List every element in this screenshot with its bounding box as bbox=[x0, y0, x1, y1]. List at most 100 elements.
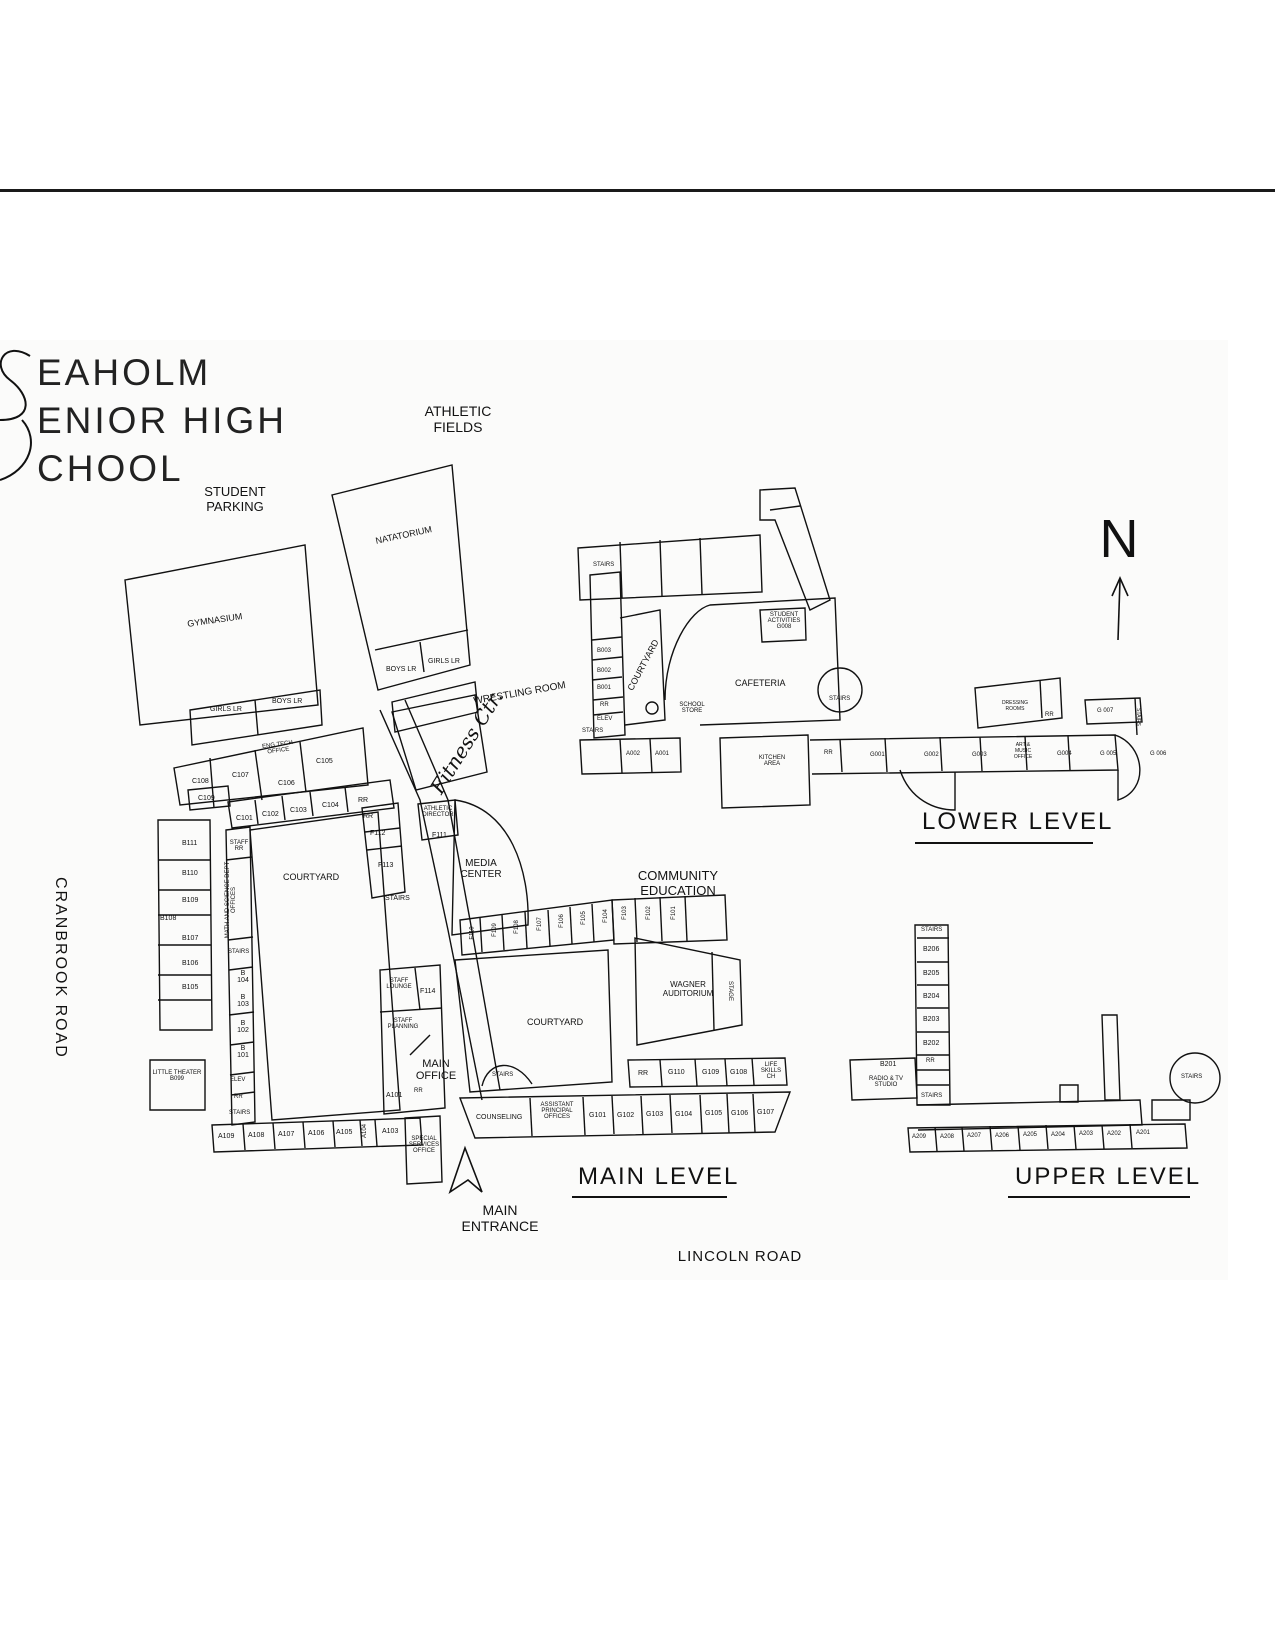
room-b110: B110 bbox=[182, 870, 198, 877]
upper-b203: B203 bbox=[923, 1016, 940, 1023]
upper-a201: A201 bbox=[1136, 1130, 1151, 1136]
special-services bbox=[404, 1115, 443, 1185]
title-line-2: ENIOR HIGH bbox=[37, 400, 287, 441]
room-a106: A106 bbox=[308, 1130, 325, 1137]
main-level-label: MAIN LEVEL bbox=[578, 1163, 740, 1190]
room-f112: F112 bbox=[370, 830, 386, 837]
b-wing-outer bbox=[157, 819, 213, 1031]
upper-level-underline bbox=[1008, 1196, 1190, 1198]
room-b108: B108 bbox=[160, 915, 177, 922]
room-g109: G109 bbox=[702, 1069, 720, 1076]
upper-stairs-top: STAIRS bbox=[921, 927, 943, 933]
north-arrow-icon bbox=[1111, 576, 1129, 641]
upper-radio-tv: RADIO & TV STUDIO bbox=[869, 1076, 903, 1088]
room-f113: F113 bbox=[378, 862, 394, 869]
room-c108: C108 bbox=[192, 778, 209, 785]
stairs-round-lower bbox=[817, 667, 863, 713]
room-g105: G105 bbox=[705, 1110, 723, 1117]
room-math-science: MATH AND SCIENCE DEPT OFFICES bbox=[225, 861, 237, 939]
room-g108: G108 bbox=[730, 1069, 748, 1076]
cranbrook-road-label: CRANBROOK ROAD bbox=[52, 877, 69, 1059]
lower-g007: G 007 bbox=[1097, 708, 1114, 714]
lower-b002: B002 bbox=[597, 668, 612, 674]
lincoln-road-label: LINCOLN ROAD bbox=[677, 1248, 803, 1265]
f-rooms-west bbox=[361, 802, 406, 899]
b-wing-inner bbox=[225, 826, 256, 1126]
wagner-auditorium bbox=[634, 937, 743, 1046]
title-line-3: CHOOL bbox=[37, 448, 184, 489]
lower-g003: G003 bbox=[972, 752, 987, 758]
room-f107: F107 bbox=[536, 917, 543, 931]
room-g102: G102 bbox=[617, 1112, 635, 1119]
room-little-theater: LITTLE THEATER B099 bbox=[152, 1070, 202, 1082]
upper-a207: A207 bbox=[967, 1133, 982, 1139]
main-road-corridor bbox=[379, 709, 483, 1101]
room-girls-lr-nat: GIRLS LR bbox=[428, 658, 460, 665]
room-g106: G106 bbox=[731, 1110, 749, 1117]
g-row-east bbox=[627, 1057, 788, 1088]
upper-level-label: UPPER LEVEL bbox=[1015, 1163, 1202, 1190]
lower-stairs-top: STAIRS bbox=[593, 562, 615, 568]
lower-g001: G001 bbox=[870, 752, 885, 758]
room-b109: B109 bbox=[182, 897, 199, 904]
room-c101: C101 bbox=[236, 815, 253, 822]
lower-level-label: LOWER LEVEL bbox=[922, 808, 1114, 835]
title-s-logo bbox=[0, 349, 32, 481]
room-c106: C106 bbox=[278, 780, 295, 787]
f101-block bbox=[611, 894, 728, 945]
room-stairs-f: STAIRS bbox=[385, 895, 410, 902]
fitness-center bbox=[391, 694, 488, 791]
upper-a204: A204 bbox=[1051, 1132, 1066, 1138]
room-rr-2: RR bbox=[363, 813, 374, 820]
upper-a209: A209 bbox=[912, 1134, 927, 1140]
main-level-underline bbox=[572, 1196, 727, 1198]
upper-a205: A205 bbox=[1023, 1132, 1038, 1138]
upper-stairs-bottom: STAIRS bbox=[921, 1093, 943, 1099]
stairs-round-upper bbox=[1169, 1052, 1221, 1104]
room-a104: A104 bbox=[362, 1123, 369, 1139]
courtyard-center bbox=[454, 949, 613, 1093]
room-f110: F110 bbox=[469, 926, 476, 940]
scan-edge-line bbox=[0, 189, 1275, 192]
room-courtyard-west: COURTYARD bbox=[283, 872, 340, 882]
room-stairs-b: STAIRS bbox=[228, 949, 250, 955]
main-level-plan bbox=[124, 464, 792, 1194]
room-stairs-b2: STAIRS bbox=[229, 1110, 251, 1116]
lower-school-store: SCHOOL STORE bbox=[679, 702, 705, 714]
lower-level-underline bbox=[915, 842, 1093, 844]
counseling-row bbox=[458, 1091, 792, 1139]
room-b107: B107 bbox=[182, 935, 199, 942]
lower-a001: A001 bbox=[655, 751, 670, 757]
upper-a202: A202 bbox=[1107, 1131, 1122, 1137]
upper-b202: B202 bbox=[923, 1040, 940, 1047]
lower-g002: G002 bbox=[924, 752, 939, 758]
gymnasium bbox=[124, 544, 319, 726]
room-rr-g: RR bbox=[638, 1070, 649, 1077]
upper-level-plan bbox=[849, 924, 1221, 1153]
lower-stairs-left: STAIRS bbox=[582, 728, 604, 734]
room-c102: C102 bbox=[262, 811, 279, 818]
athletic-director bbox=[417, 799, 459, 841]
room-counseling: COUNSELING bbox=[476, 1114, 523, 1121]
room-c104: C104 bbox=[322, 802, 339, 809]
title-line-1: EAHOLM bbox=[37, 352, 212, 393]
lower-student-activities: STUDENT ACTIVITIES G008 bbox=[767, 612, 801, 630]
room-staff-rr: STAFF RR bbox=[229, 840, 249, 852]
room-girls-lr-gym: GIRLS LR bbox=[210, 706, 242, 713]
courtyard-west bbox=[249, 811, 401, 1121]
main-office-block bbox=[379, 964, 446, 1115]
room-b101: B 101 bbox=[237, 1045, 249, 1059]
room-g101: G101 bbox=[589, 1112, 607, 1119]
c-wing-block bbox=[173, 727, 369, 806]
little-theater bbox=[149, 1059, 206, 1111]
room-g104: G104 bbox=[675, 1111, 693, 1118]
room-b104: B 104 bbox=[237, 970, 249, 984]
room-f114: F114 bbox=[420, 988, 436, 995]
lower-g005: G 005 bbox=[1100, 751, 1117, 757]
room-c103: C103 bbox=[290, 807, 307, 814]
room-c107: C107 bbox=[232, 772, 249, 779]
room-a105: A105 bbox=[336, 1129, 353, 1136]
room-elev-b: ELEV bbox=[230, 1077, 246, 1083]
room-a109: A109 bbox=[218, 1133, 235, 1140]
